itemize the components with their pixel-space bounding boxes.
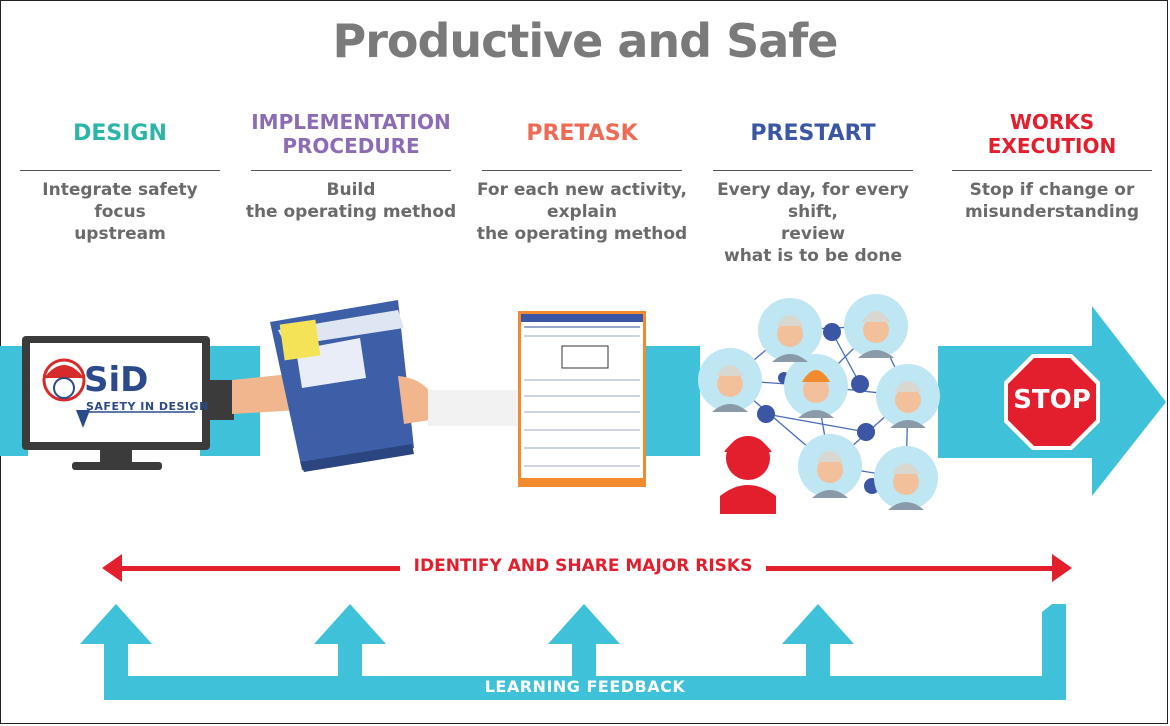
step-description: Stop if change or misunderstanding [964, 180, 1140, 222]
step-works-execution: WORKS EXECUTION Stop if change or misund… [946, 108, 1158, 223]
step-description: Integrate safety focus upstream [42, 180, 198, 244]
risks-label: IDENTIFY AND SHARE MAJOR RISKS [400, 556, 766, 576]
sid-logo-tagline: SAFETY IN DESIGN [86, 400, 209, 413]
step-divider [952, 170, 1152, 171]
step-description: For each new activity, explain the opera… [476, 180, 688, 244]
sid-logo-text: SiD [84, 360, 149, 400]
computer-monitor-icon [22, 336, 210, 470]
step-heading: PRESTART [750, 121, 876, 146]
step-divider [251, 170, 451, 171]
step-divider [482, 170, 682, 171]
step-divider [713, 170, 913, 171]
folder-handover-icon [204, 300, 520, 472]
page-title: Productive and Safe [332, 14, 838, 68]
step-prestart: PRESTART Every day, for every shift, rev… [707, 108, 919, 267]
stop-sign-text: STOP [1013, 385, 1091, 415]
stop-sign-icon [1004, 354, 1100, 450]
step-description: Build the operating method [245, 180, 457, 222]
step-divider [20, 170, 220, 171]
step-pretask: PRETASK For each new activity, explain t… [476, 108, 688, 245]
step-heading: DESIGN [73, 121, 167, 146]
step-design: DESIGN Integrate safety focus upstream [14, 108, 226, 245]
worker-silhouette-icon [720, 436, 776, 514]
step-heading: IMPLEMENTATION PROCEDURE [251, 110, 451, 158]
step-implementation: IMPLEMENTATION PROCEDURE Build the opera… [245, 108, 457, 223]
form-document-icon [518, 311, 646, 487]
team-network-icon [698, 294, 940, 514]
learning-feedback-loop [80, 604, 1066, 700]
step-heading: PRETASK [526, 121, 638, 146]
step-description: Every day, for every shift, review what … [717, 180, 909, 266]
learning-feedback-label: LEARNING FEEDBACK [484, 677, 686, 696]
step-heading: WORKS EXECUTION [987, 110, 1117, 158]
